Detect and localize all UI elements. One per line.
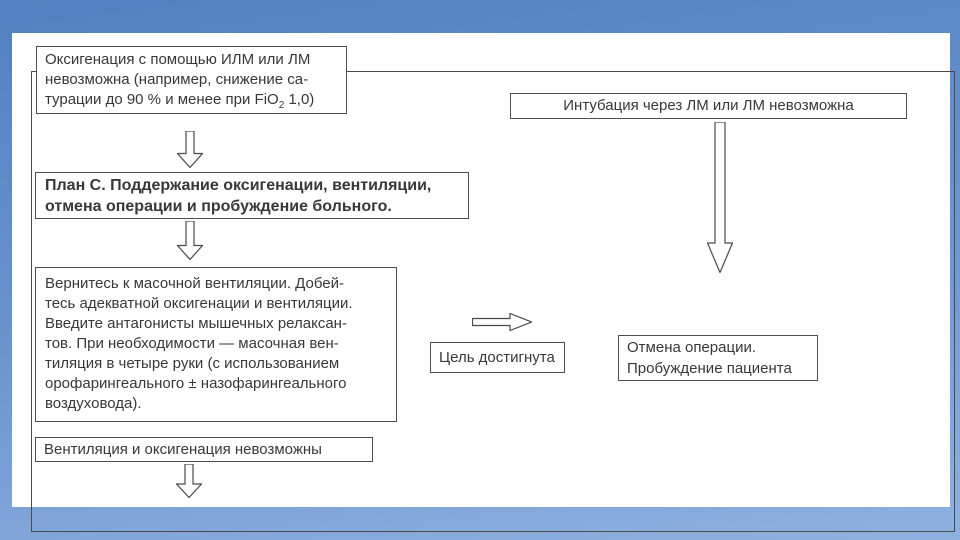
goal-achieved-text: Цель достигнута xyxy=(439,349,555,366)
arrow-down-long-icon xyxy=(707,122,733,273)
flow-box-return-to-mask-ventilation: Вернитесь к масочной вентиляции. Добей- … xyxy=(35,267,397,422)
arrow-down-icon xyxy=(177,221,203,260)
flow-box-plan-c: План С. Поддержание оксигенации, вентиля… xyxy=(35,172,469,219)
arrow-down-icon xyxy=(176,464,202,498)
flow-box-goal-achieved: Цель достигнута xyxy=(430,342,565,373)
intubation-text: Интубация через ЛМ или ЛМ невозможна xyxy=(563,97,854,114)
fio2-subscript: 2 xyxy=(278,100,285,111)
flow-box-intubation-impossible: Интубация через ЛМ или ЛМ невозможна xyxy=(510,93,907,119)
oxygenation-text: Оксигенация с помощью ИЛМ или ЛМ невозмо… xyxy=(45,51,311,108)
cancel-surgery-text: Отмена операции. Пробуждение пациента xyxy=(627,339,792,377)
ventilation-impossible-text: Вентиляция и оксигенация невозможны xyxy=(44,441,322,458)
slide-frame xyxy=(31,71,955,532)
return-mask-text: Вернитесь к масочной вентиляции. Добей- … xyxy=(45,275,353,412)
arrow-right-icon xyxy=(472,313,532,331)
flow-box-cancel-surgery: Отмена операции. Пробуждение пациента xyxy=(618,335,818,381)
oxygenation-text-tail: 1,0) xyxy=(284,91,315,108)
flow-box-ventilation-impossible: Вентиляция и оксигенация невозможны xyxy=(35,437,373,462)
plan-c-text: План С. Поддержание оксигенации, вентиля… xyxy=(45,177,432,215)
arrow-down-icon xyxy=(177,131,203,168)
flow-box-oxygenation-impossible: Оксигенация с помощью ИЛМ или ЛМ невозмо… xyxy=(36,46,347,114)
